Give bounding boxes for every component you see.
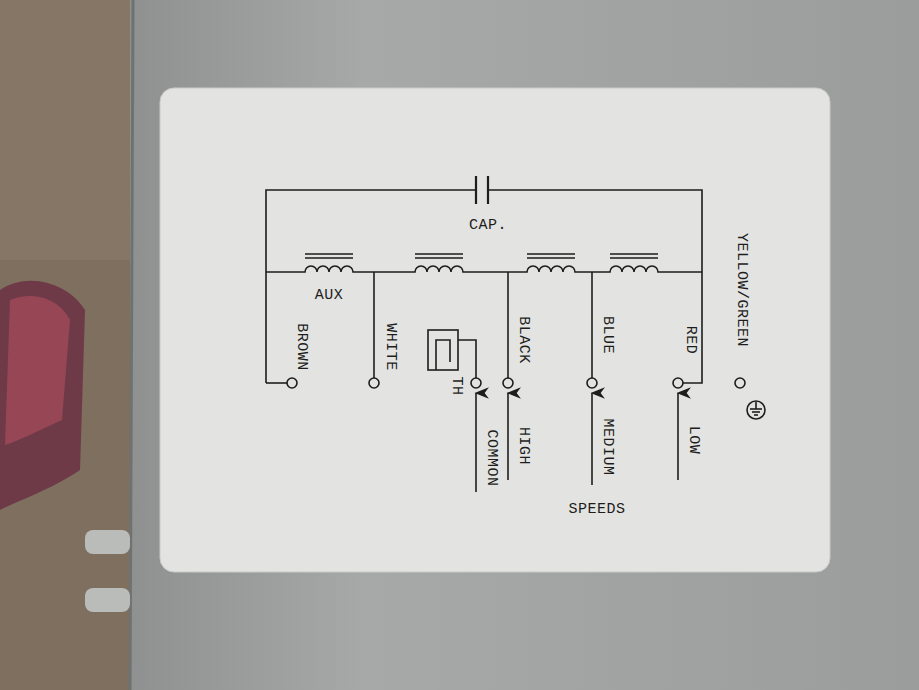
wire-color: RED	[682, 326, 698, 355]
thermal-label: TH	[448, 376, 464, 395]
core-bar	[610, 257, 658, 259]
floor-patch	[0, 0, 140, 260]
thermal-protector-symbol	[428, 330, 458, 370]
arrow	[475, 393, 477, 492]
ground-symbol	[752, 411, 760, 413]
speed-name: LOW	[685, 426, 701, 455]
thermal-protector-symbol	[436, 340, 450, 370]
ground-symbol	[750, 408, 762, 410]
winding-coils	[266, 266, 702, 272]
floor	[0, 0, 140, 690]
core-bar	[415, 253, 463, 255]
core-bar	[527, 253, 575, 255]
cap-wire	[488, 190, 702, 383]
arrow	[677, 393, 679, 480]
speed-name: MEDIUM	[599, 418, 615, 475]
wire-color: BROWN	[293, 323, 309, 371]
cloth	[0, 281, 85, 510]
wire-color: WHITE	[382, 323, 398, 371]
terminal	[471, 378, 481, 388]
brown-wire	[266, 382, 287, 384]
core-bar	[610, 253, 658, 255]
ground-symbol	[747, 401, 765, 419]
cap-wire	[266, 190, 476, 383]
terminal	[503, 378, 513, 388]
terminal-name: COMMON	[483, 429, 499, 486]
wire-color: BLUE	[599, 316, 615, 354]
label-sticker	[160, 88, 830, 572]
wiring	[266, 176, 765, 492]
blue-tap	[591, 272, 593, 378]
wire-color: YELLOW/GREEN	[733, 233, 749, 347]
core-bar	[527, 257, 575, 259]
ground-symbol	[755, 402, 757, 409]
wire-color: BLACK	[515, 316, 531, 364]
capacitor-plate	[487, 176, 489, 204]
core-bar	[415, 257, 463, 259]
winding-label: AUX	[315, 288, 344, 304]
capacitor-label: CAP.	[469, 218, 507, 234]
connector-stub	[85, 588, 130, 612]
connector-stub	[85, 530, 130, 554]
terminal	[587, 378, 597, 388]
motor-housing	[130, 0, 919, 690]
ground-symbol	[754, 414, 758, 416]
speed-name: HIGH	[515, 427, 531, 465]
terminal	[369, 378, 379, 388]
cloth-fold	[5, 296, 70, 445]
housing-edge	[130, 0, 133, 690]
terminal	[673, 378, 683, 388]
common-wire	[458, 340, 476, 378]
terminal	[287, 378, 297, 388]
capacitor-plate	[475, 176, 477, 204]
terminal	[735, 378, 745, 388]
core-bar	[305, 253, 353, 255]
arrow	[507, 393, 509, 480]
white-tap	[373, 272, 375, 378]
group-label: SPEEDS	[568, 502, 625, 518]
arrow	[591, 393, 593, 485]
core-bar	[305, 257, 353, 259]
black-tap	[507, 272, 509, 378]
